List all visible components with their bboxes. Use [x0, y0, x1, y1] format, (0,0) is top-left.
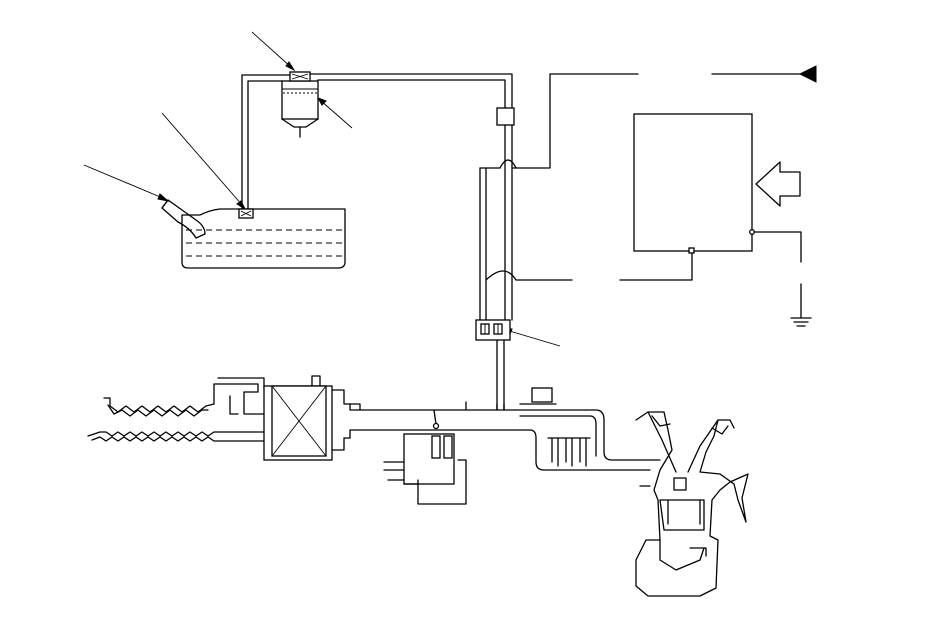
throttle-icon — [383, 433, 467, 505]
manifold-icon — [547, 437, 591, 467]
air-intake-ducts — [87, 377, 265, 442]
intake-runs — [349, 401, 661, 471]
control-module-icon — [633, 113, 755, 254]
arrow-right-icon — [755, 161, 801, 207]
valve-icon — [238, 208, 254, 219]
purge-line — [479, 124, 513, 411]
vapor-hoses — [241, 73, 513, 210]
solenoid-valve-icon — [475, 319, 511, 341]
inline-filter-icon — [496, 107, 515, 126]
arrow-left-icon — [798, 65, 817, 83]
fuel-tank — [181, 208, 346, 269]
ground-symbol-icon — [753, 231, 812, 327]
harness-wires — [485, 73, 801, 281]
engine-icon — [635, 411, 749, 597]
sensor-icon — [432, 387, 553, 430]
leader-lines — [83, 31, 561, 347]
canister-icon — [281, 71, 319, 138]
air-filter-icon — [263, 375, 351, 461]
filler-neck-icon — [161, 199, 206, 239]
